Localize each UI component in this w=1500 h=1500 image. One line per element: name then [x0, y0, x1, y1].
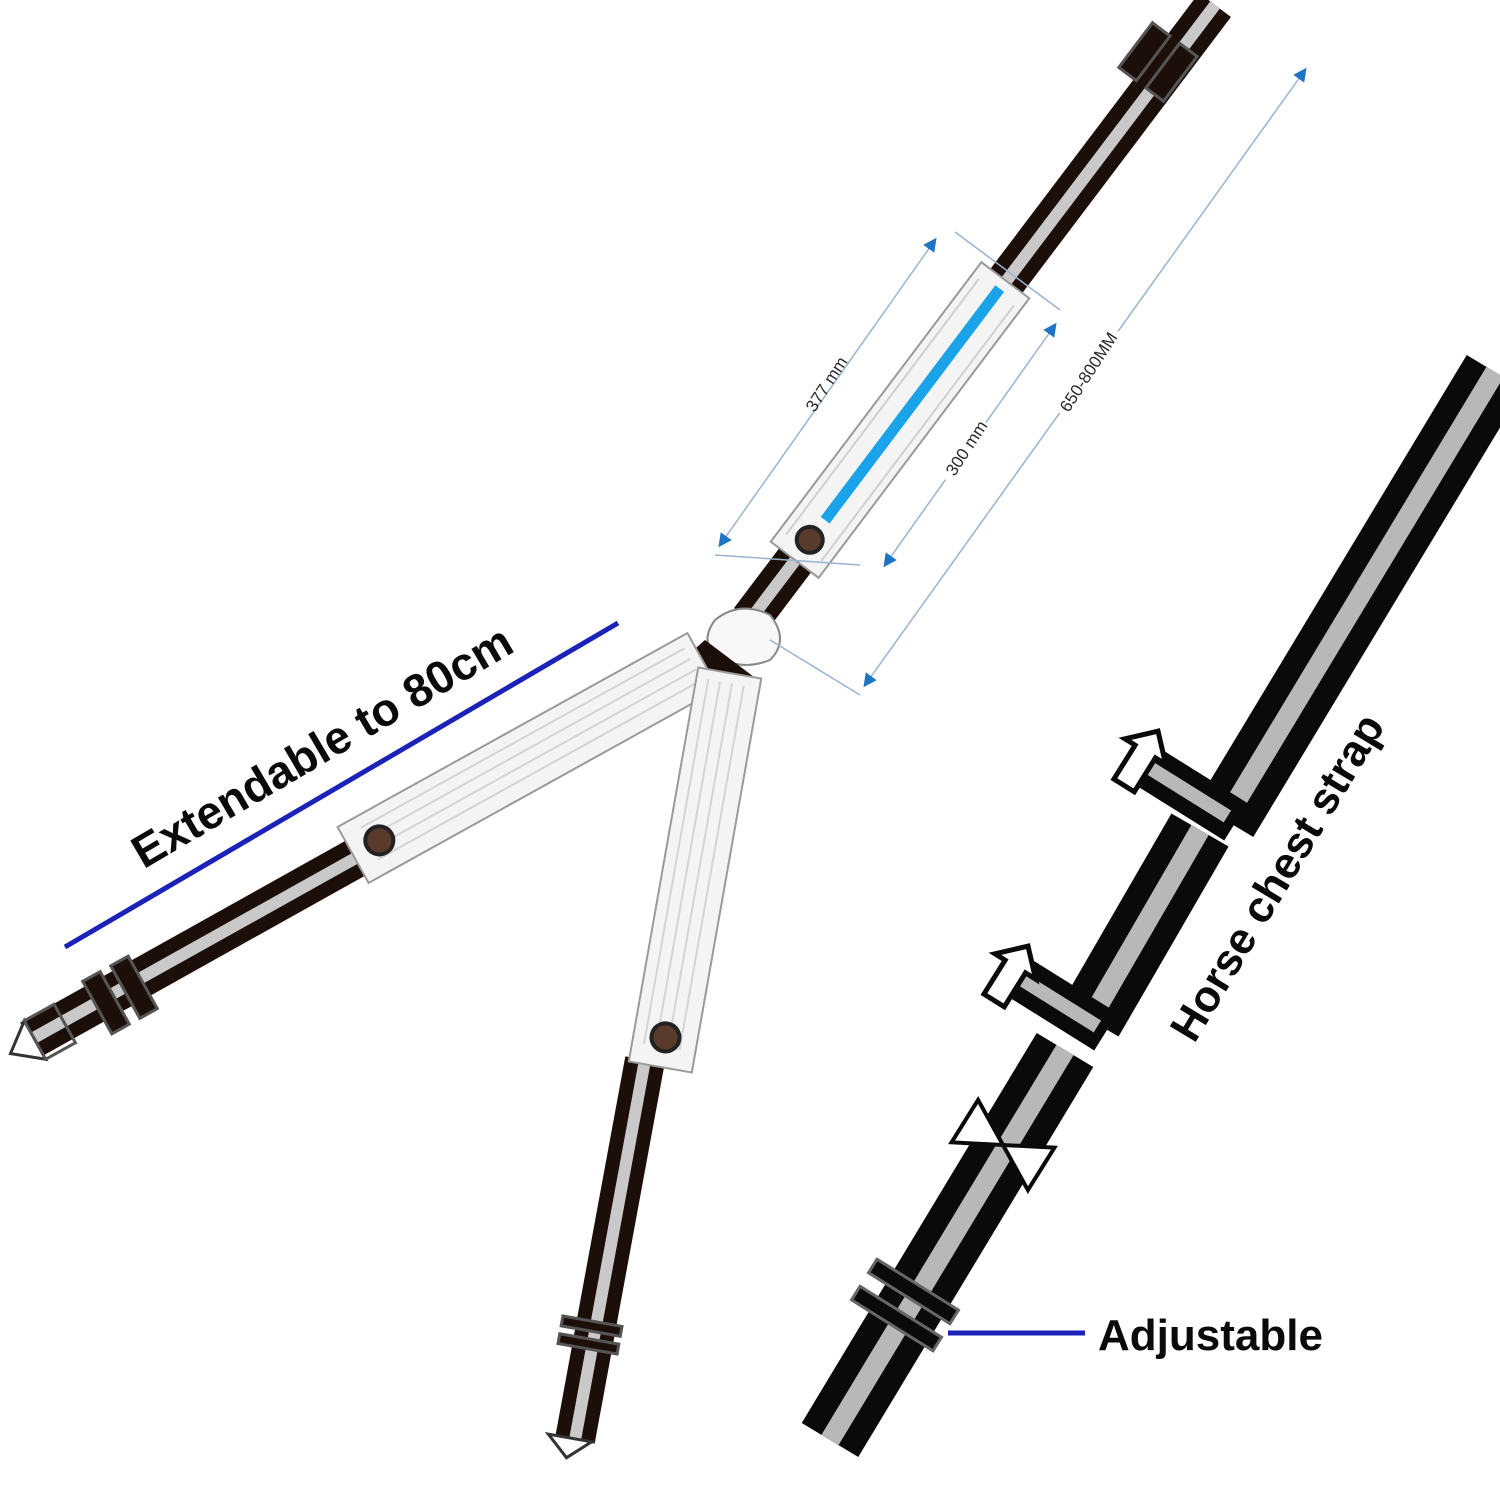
- lower-buckle-icon: [544, 1432, 596, 1460]
- rivet-icon: [363, 824, 396, 857]
- extendable-label: Extendable to 80cm: [122, 614, 521, 877]
- breastplate-harness: [8, 0, 1231, 1460]
- up-arrow-icon: [980, 943, 1040, 1011]
- extendable-underline: [63, 620, 620, 950]
- rivet-icon: [649, 1021, 682, 1054]
- total-length-label: 650-800MM: [1056, 329, 1121, 415]
- chest-strap-detail: Horse chest strap: [801, 354, 1500, 1458]
- dimension-annotations: 377 mm 300 mm 650-800MM: [714, 67, 1307, 696]
- up-arrow-icon: [1110, 728, 1170, 796]
- left-fleece-pad: [336, 631, 720, 885]
- strap-link-icon: [948, 1096, 1058, 1194]
- adjustable-callout: Adjustable: [948, 1311, 1323, 1360]
- top-fleece-pad: [769, 260, 1031, 580]
- lower-fleece-pad: [627, 666, 763, 1074]
- strap-keeper: [80, 954, 160, 1036]
- left-strap: [8, 832, 380, 1062]
- strap-keeper: [556, 1314, 624, 1356]
- lower-strap: [544, 1056, 665, 1460]
- adjustable-label: Adjustable: [1098, 1311, 1323, 1360]
- adjust-keeper: [849, 1257, 961, 1353]
- left-buckle-icon: [8, 1002, 78, 1062]
